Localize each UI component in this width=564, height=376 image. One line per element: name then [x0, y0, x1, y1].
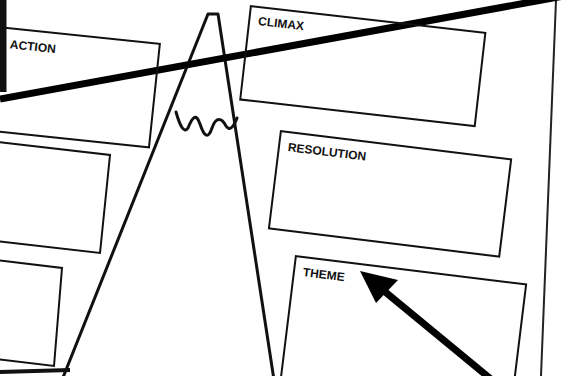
- pointer-arrow: [378, 286, 492, 376]
- plot-box: RESOLUTION: [268, 130, 512, 258]
- box-heading: RESOLUTION: [287, 140, 367, 163]
- strike-line: [0, 0, 564, 99]
- page-edge: [541, 0, 556, 376]
- box-heading: CLIMAX: [257, 14, 304, 33]
- plot-box: THEME: [279, 255, 527, 376]
- snow-cap: [176, 112, 237, 135]
- plot-box: ACTION: [0, 23, 161, 148]
- box-heading: THEME: [302, 265, 345, 284]
- box-heading: ACTION: [9, 37, 56, 56]
- page-edge: [0, 370, 70, 372]
- plot-box: CLIMAX: [239, 5, 486, 127]
- empty-box: [0, 258, 62, 366]
- pointer-arrowhead: [360, 271, 398, 303]
- page-edge: [0, 0, 7, 92]
- empty-box: [0, 140, 110, 253]
